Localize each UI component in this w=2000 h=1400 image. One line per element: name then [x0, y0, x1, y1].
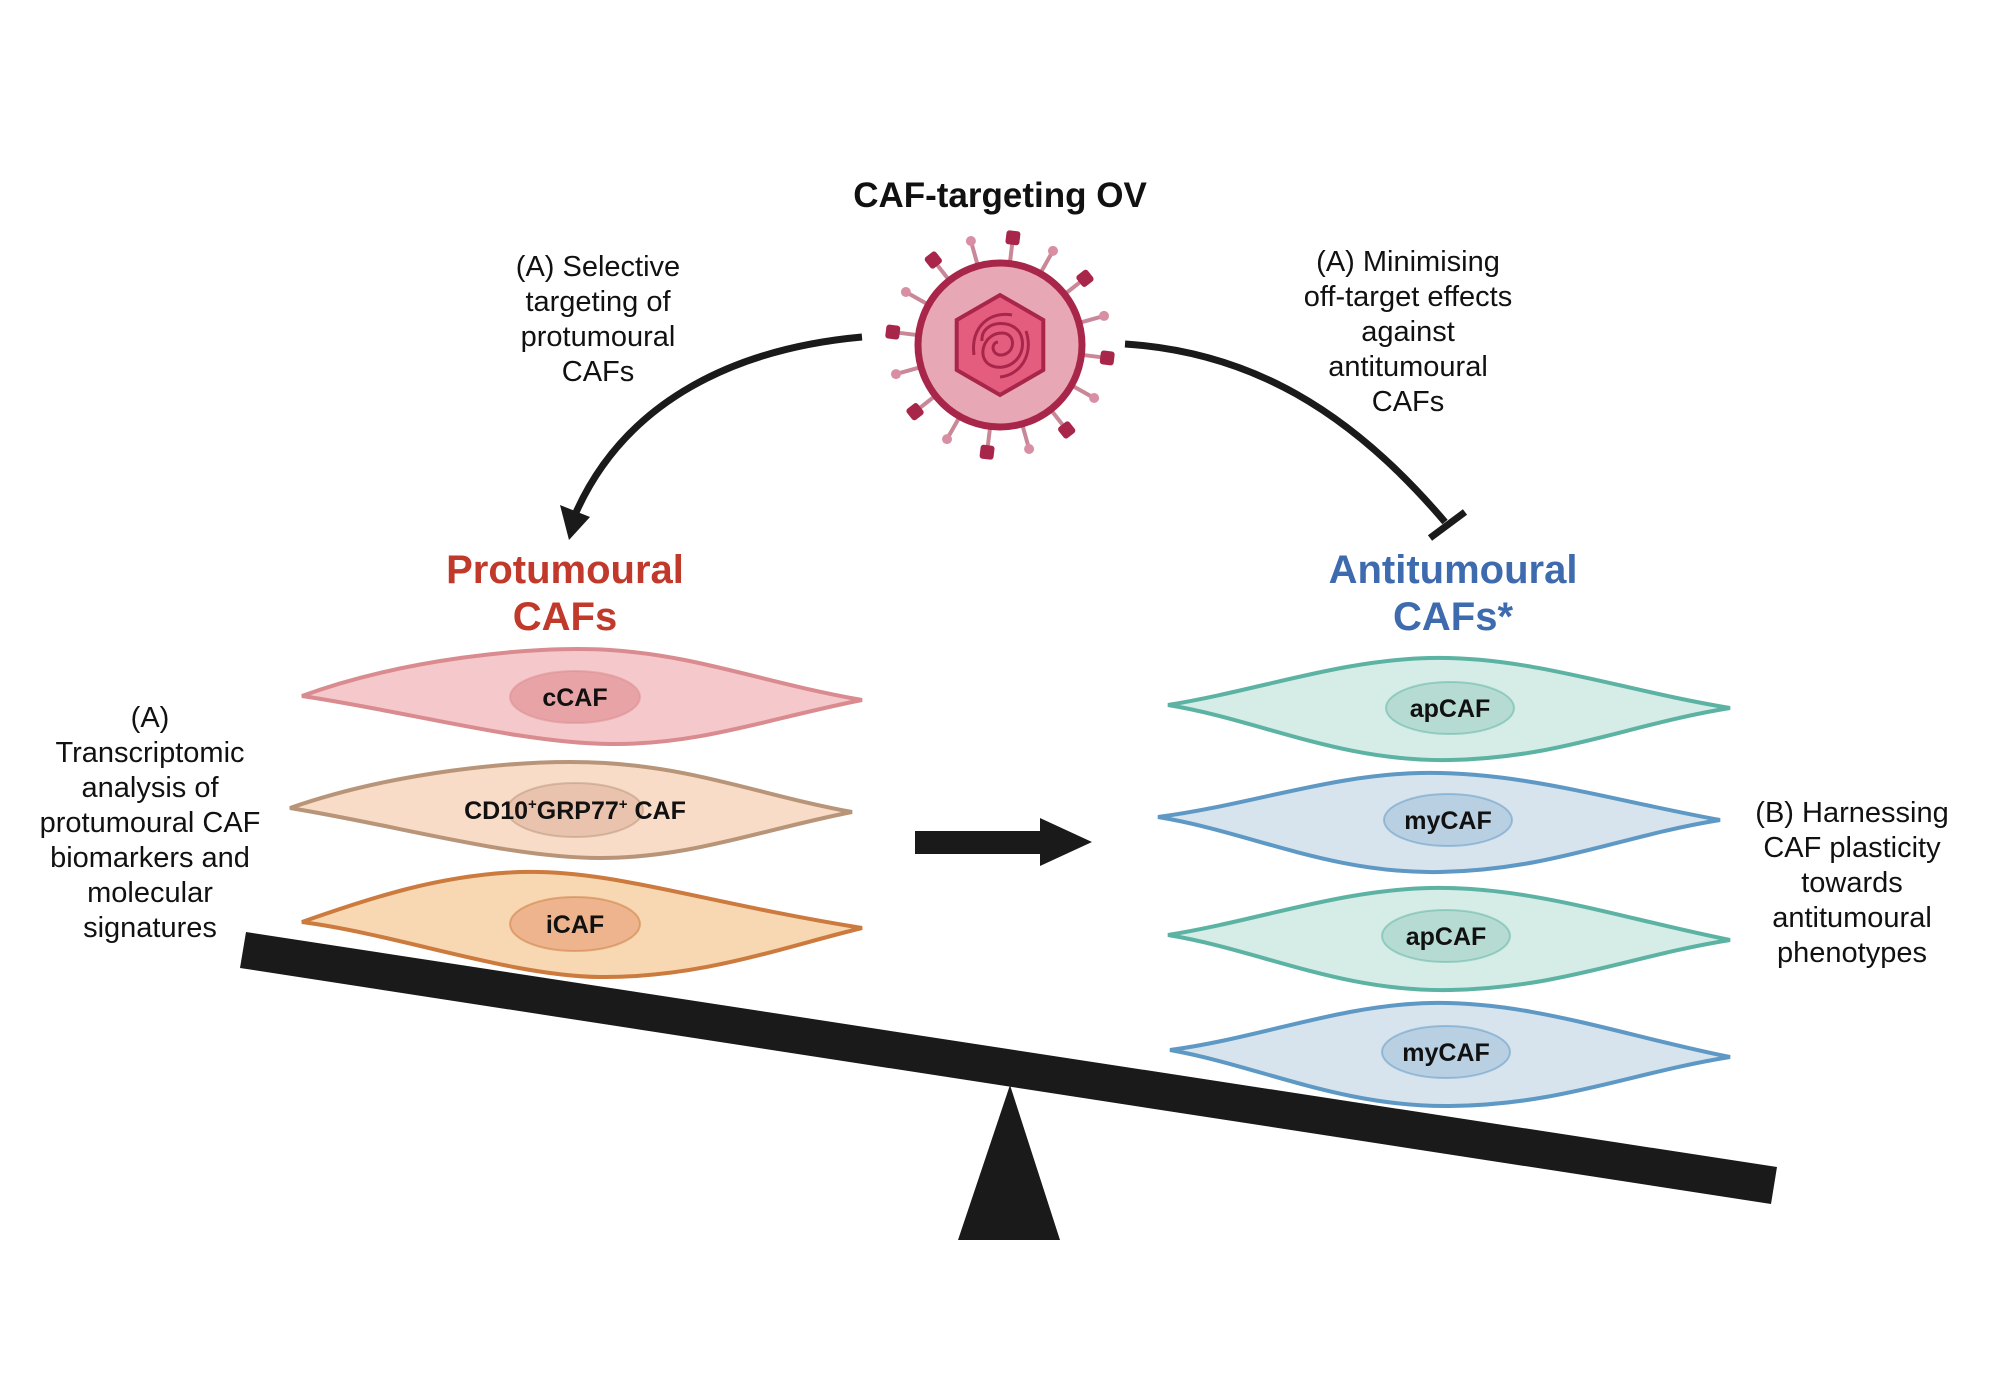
- side-left-line: protumoural CAF: [40, 807, 261, 839]
- cell-nucleus: [1385, 681, 1515, 735]
- side-left-line: signatures: [83, 912, 217, 944]
- antitumoural-cell-stack: apCAF myCAF apCAF myCAF: [1157, 655, 1731, 1109]
- right-note-line: against: [1361, 316, 1455, 348]
- virus-spike-tip: [979, 444, 995, 460]
- cell-nucleus: [1381, 1025, 1511, 1079]
- cell-nucleus: [509, 896, 641, 952]
- diagram-title: CAF-targeting OV: [853, 176, 1147, 215]
- right-side-annotation: (B) Harnessing CAF plasticity towards an…: [1755, 797, 1948, 969]
- virus-spike-tip: [900, 287, 911, 298]
- virus-spike-tip: [1058, 421, 1076, 439]
- cell-label: myCAF: [1404, 807, 1492, 835]
- virus-spike-tip: [1099, 350, 1115, 366]
- side-right-line: towards: [1801, 867, 1903, 899]
- arrowhead-icon: [560, 505, 590, 540]
- protumoural-heading: Protumoural: [446, 548, 684, 592]
- cell-label-sup: +: [528, 796, 537, 813]
- antitumoural-heading: CAFs*: [1393, 595, 1513, 639]
- virus-spike-tip: [1047, 245, 1058, 256]
- cell-label: iCAF: [546, 911, 604, 939]
- seesaw-beam: [240, 932, 1777, 1204]
- right-note-line: antitumoural: [1328, 351, 1488, 383]
- cell-nucleus: [506, 782, 644, 838]
- cell-label: CD10+GRP77+ CAF: [464, 796, 686, 825]
- cell-mycaf: myCAF: [1169, 1000, 1731, 1109]
- cell-label: myCAF: [1402, 1039, 1490, 1067]
- virus-spike-tip: [1024, 444, 1035, 455]
- inhibition-arrow-icon: [1124, 340, 1448, 525]
- side-left-line: molecular: [87, 877, 213, 909]
- cell-apcaf: apCAF: [1167, 655, 1731, 763]
- virus-genome: [972, 312, 1030, 379]
- virus-spike-tip: [1005, 230, 1021, 246]
- right-note-line: (A) Minimising: [1316, 246, 1500, 278]
- left-note-line: targeting of: [525, 286, 671, 318]
- protumoural-heading: CAFs: [513, 595, 617, 639]
- cell-ccaf: cCAF: [301, 647, 863, 747]
- side-left-line: (A): [131, 702, 170, 734]
- cell-label-part: CAF: [628, 797, 686, 825]
- right-arrow-icon: [915, 818, 1092, 866]
- curved-arrow-icon: [570, 333, 863, 519]
- antitumoural-heading: Antitumoural: [1329, 548, 1578, 592]
- right-arrow-head: [1040, 818, 1092, 866]
- cell-label: apCAF: [1410, 695, 1491, 723]
- cell-mycaf: myCAF: [1157, 770, 1721, 875]
- virus-spike-tip: [942, 434, 953, 445]
- virus-spike-tip: [924, 251, 942, 269]
- side-right-line: (B) Harnessing: [1755, 797, 1948, 829]
- virus-spike-tip: [885, 324, 901, 340]
- inhibition-bar-icon: [1427, 509, 1468, 541]
- side-left-line: analysis of: [81, 772, 219, 804]
- seesaw-fulcrum: [958, 1085, 1060, 1240]
- left-note-line: protumoural: [521, 321, 676, 353]
- right-note-line: CAFs: [1372, 386, 1445, 418]
- left-note-line: CAFs: [562, 356, 635, 388]
- left-note-line: (A) Selective: [516, 251, 680, 283]
- cell-nucleus: [1383, 793, 1513, 847]
- virus-spike-tip: [906, 403, 924, 421]
- side-right-line: phenotypes: [1777, 937, 1927, 969]
- seesaw-icon: [240, 932, 1777, 1240]
- side-right-line: antitumoural: [1772, 902, 1932, 934]
- right-annotation: (A) Minimising off-target effects agains…: [1304, 246, 1513, 418]
- virus-icon: [885, 230, 1115, 460]
- cell-label-sup: +: [619, 796, 628, 813]
- left-annotation: (A) Selective targeting of protumoural C…: [516, 251, 680, 388]
- cell-nucleus: [1381, 909, 1511, 963]
- cell-apcaf: apCAF: [1167, 885, 1731, 993]
- virus-spike-tip: [1076, 269, 1094, 287]
- virus-capsid: [954, 292, 1046, 398]
- virus-spike-tip: [965, 235, 976, 246]
- left-side-annotation: (A) Transcriptomic analysis of protumour…: [40, 702, 261, 944]
- virus-spike-tip: [890, 369, 901, 380]
- virus-spike-tip: [1089, 392, 1100, 403]
- cell-label: apCAF: [1406, 923, 1487, 951]
- right-note-line: off-target effects: [1304, 281, 1513, 313]
- side-left-line: biomarkers and: [50, 842, 250, 874]
- side-left-line: Transcriptomic: [55, 737, 244, 769]
- side-right-line: CAF plasticity: [1763, 832, 1941, 864]
- cell-label-part: GRP77: [537, 797, 619, 825]
- cell-cd10-grp77: CD10+GRP77+ CAF: [289, 760, 853, 861]
- cell-label-part: CD10: [464, 797, 528, 825]
- right-arrow-shaft: [915, 831, 1045, 854]
- protumoural-cell-stack: cCAF CD10+GRP77+ CAF iCAF: [289, 647, 863, 980]
- cell-label: cCAF: [542, 684, 607, 712]
- virus-spike-tip: [1099, 310, 1110, 321]
- cell-icaf: iCAF: [301, 869, 863, 980]
- cell-nucleus: [509, 670, 641, 724]
